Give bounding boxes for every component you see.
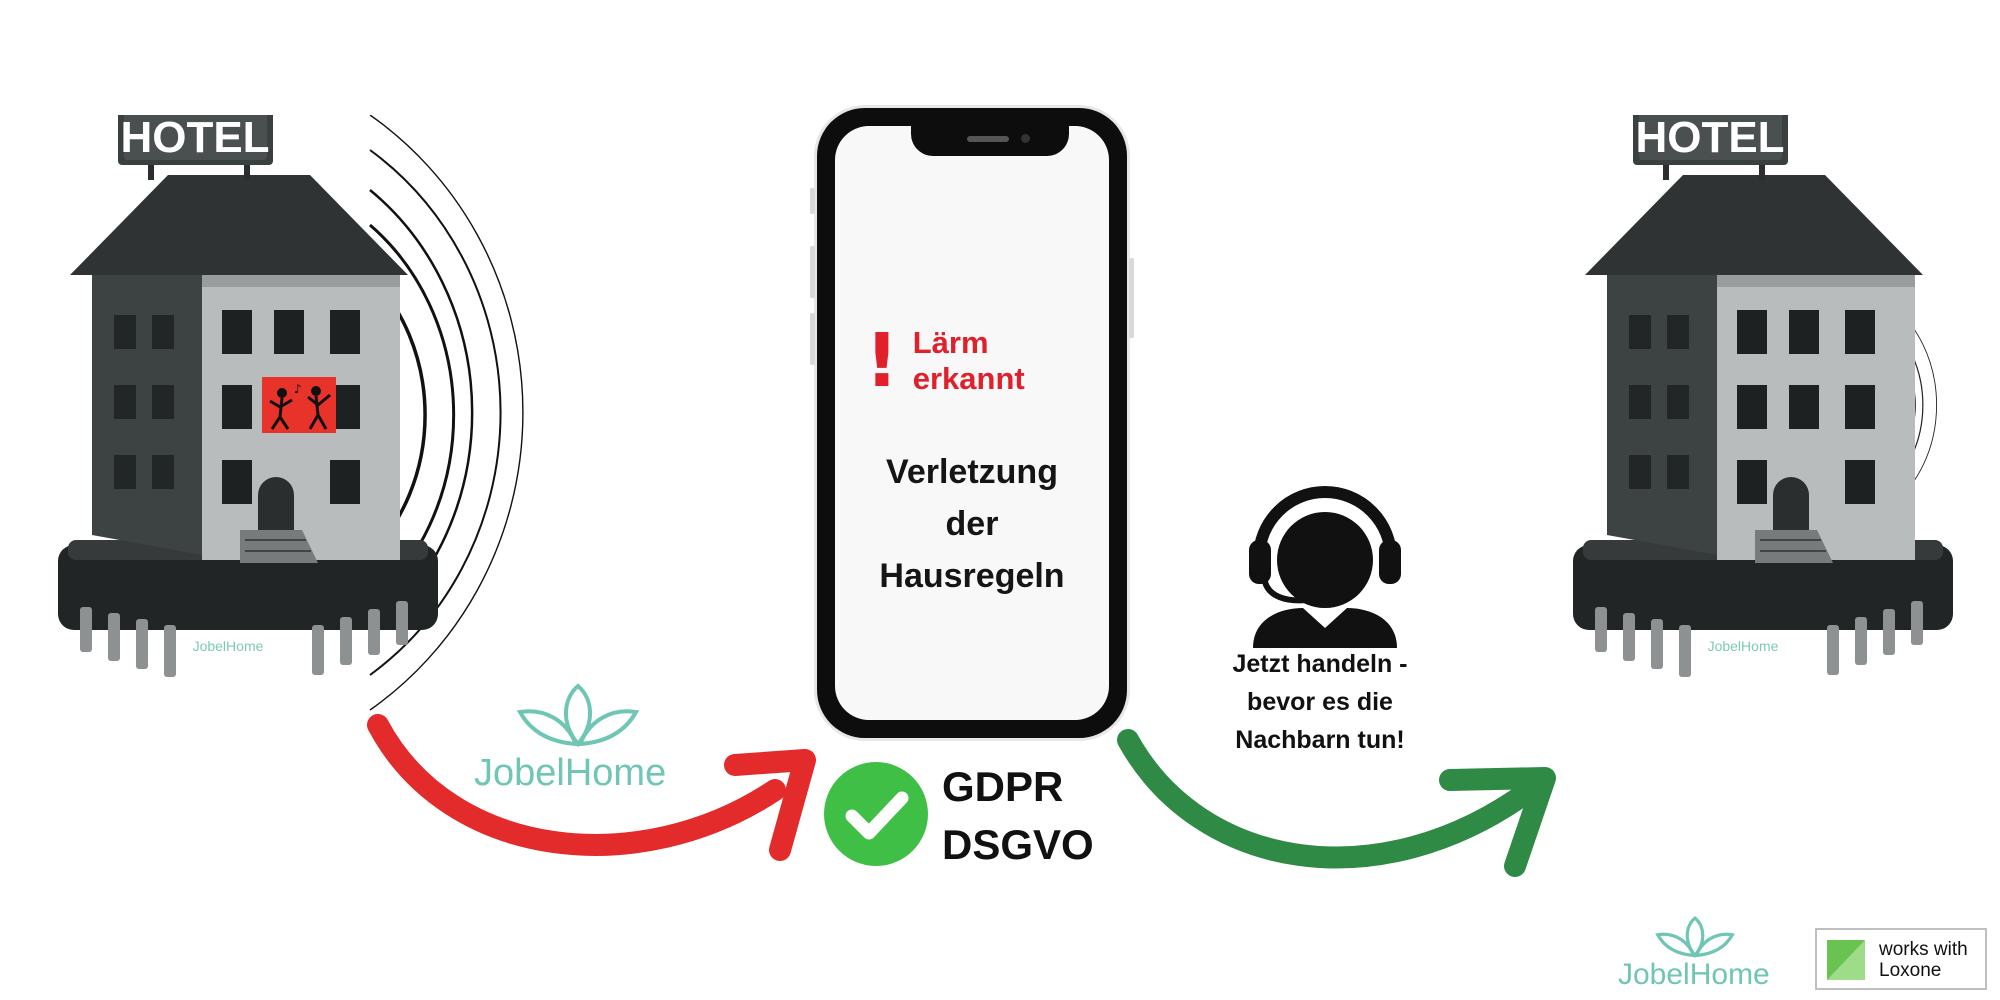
hotel-left: JobelHome ♪	[40, 115, 680, 715]
phone-notch	[911, 126, 1069, 156]
party-window-icon: ♪	[262, 377, 336, 433]
chip-brand-label: JobelHome	[1708, 638, 1779, 654]
brand-leaf-icon-small	[1650, 915, 1740, 961]
loxone-logo-icon	[1827, 940, 1865, 980]
loxone-line: Loxone	[1879, 960, 1942, 981]
red-arrow	[367, 714, 786, 856]
violation-line: der	[945, 505, 999, 543]
compliance-label: GDPR DSGVO	[942, 758, 1094, 874]
hotel-sign: HOTEL	[1635, 115, 1784, 162]
violation-line: Verletzung	[886, 453, 1058, 491]
loxone-line: works with	[1879, 939, 1968, 960]
noise-alert: ! Lärm erkannt	[865, 324, 1109, 398]
phone-screen: ! Lärm erkannt Verletzung der Hausregeln	[835, 126, 1109, 720]
agent-line: bevor es die	[1247, 688, 1393, 716]
compliance-line: DSGVO	[942, 821, 1094, 868]
check-circle-icon	[822, 760, 930, 868]
svg-text:♪: ♪	[294, 382, 302, 396]
agent-message: Jetzt handeln - bevor es die Nachbarn tu…	[1200, 645, 1440, 759]
violation-message: Verletzung der Hausregeln	[835, 446, 1109, 602]
brand-leaf-icon	[508, 682, 648, 752]
headset-agent-icon	[1245, 478, 1405, 648]
chip-brand-label: JobelHome	[193, 638, 264, 654]
violation-line: Hausregeln	[879, 557, 1065, 595]
alert-text: Lärm erkannt	[912, 325, 1025, 396]
brand-name: JobelHome	[474, 752, 667, 794]
hotel-right: JobelHome HOTEL	[1555, 115, 1995, 715]
works-with-loxone-badge: works with Loxone	[1815, 928, 1987, 990]
compliance-line: GDPR	[942, 763, 1064, 810]
smartphone: ! Lärm erkannt Verletzung der Hausregeln	[810, 108, 1134, 738]
hotel-sign: HOTEL	[120, 115, 269, 162]
agent-line: Jetzt handeln -	[1232, 650, 1408, 678]
agent-line: Nachbarn tun!	[1235, 726, 1405, 754]
brand-name-footer: JobelHome	[1618, 958, 1770, 991]
green-arrow	[1117, 729, 1541, 869]
alert-icon: !	[865, 318, 899, 404]
loxone-badge-text: works with Loxone	[1879, 939, 1968, 981]
